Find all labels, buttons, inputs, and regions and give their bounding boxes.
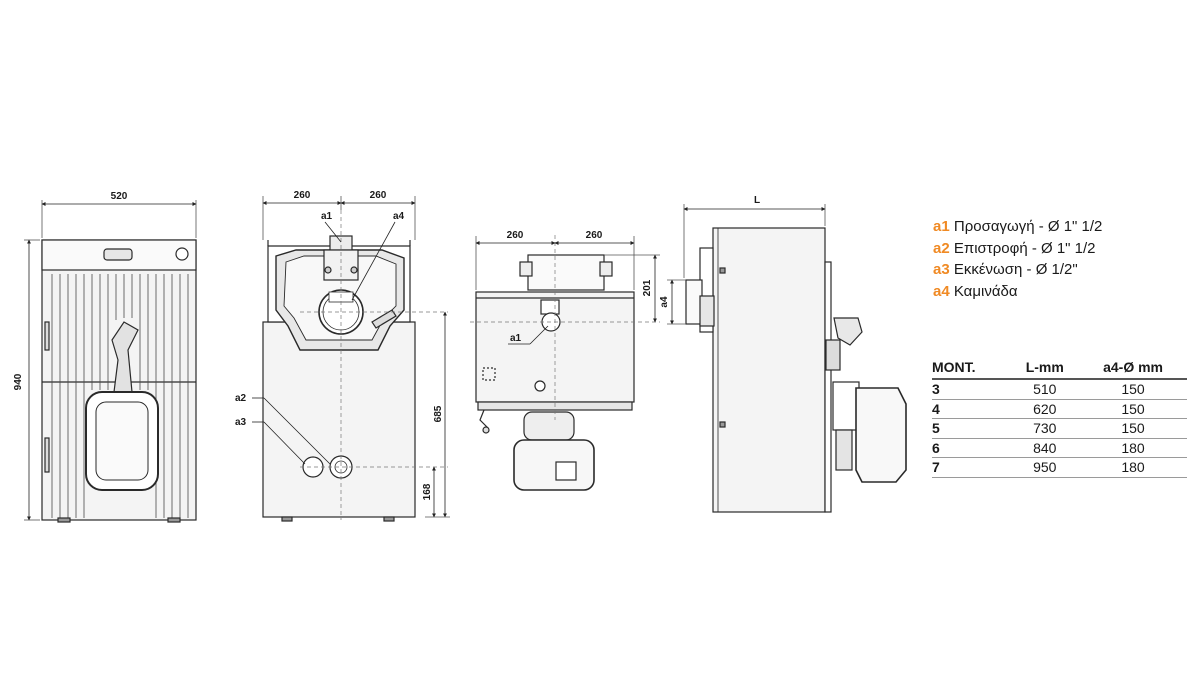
front-panel-ribs [51,274,189,518]
legend-code: a4 [933,282,950,300]
table-row: 5 730 150 [932,418,1187,439]
top-dimensions [475,236,660,345]
legend-text: Επιστροφή - Ø 1" 1/2 [953,239,1096,257]
top-right-width-label: 260 [586,230,603,241]
front-width-label: 520 [111,191,128,202]
side-view [685,227,907,513]
callout-a4-label: a4 [393,211,405,222]
front-height-label: 940 [13,373,24,390]
cell-diameter: 180 [1079,457,1187,478]
table-row: 4 620 150 [932,399,1187,419]
callout-a1-top-label: a1 [510,333,522,344]
model-dimensions-table: MONT. L-mm a4-Ø mm 3 510 150 4 620 150 5… [932,359,1187,478]
callout-a2-label: a2 [235,393,247,404]
rear-right-width-label: 260 [370,190,387,201]
side-length-label: L [754,195,760,206]
legend-item-a1: a1 Προσαγωγή - Ø 1" 1/2 [933,216,1102,238]
header-chimney-diameter: a4-Ø mm [1103,359,1163,375]
connections-legend: a1 Προσαγωγή - Ø 1" 1/2 a2 Επιστροφή - Ø… [933,216,1102,302]
rear-left-width-label: 260 [294,190,311,201]
brand-logo-icon [103,248,133,261]
table-header-row: MONT. L-mm a4-Ø mm [932,359,1187,379]
rear-a2-height-label: 685 [433,405,444,422]
cell-model: 6 [932,438,1011,458]
callout-a1-label: a1 [321,211,333,222]
table-row: 6 840 180 [932,438,1187,458]
cell-diameter: 150 [1079,418,1187,439]
callout-a3-label: a3 [235,417,247,428]
cell-length: 730 [1010,418,1080,439]
legend-text: Καμινάδα [953,282,1018,300]
rear-centerlines [300,210,448,520]
front-view [41,239,197,523]
legend-item-a2: a2 Επιστροφή - Ø 1" 1/2 [933,238,1102,260]
rear-a3-height-label: 168 [422,483,433,500]
cell-model: 3 [932,379,1011,400]
rear-dimensions [252,196,450,518]
cell-length: 620 [1010,399,1080,419]
table-row: 3 510 150 [932,379,1187,400]
burner-body-icon [513,439,595,491]
legend-text: Εκκένωση - Ø 1/2" [953,261,1078,278]
cell-length: 840 [1010,438,1080,458]
rear-view [262,235,416,522]
cell-model: 4 [932,399,1011,419]
cell-length: 950 [1010,457,1080,478]
cell-diameter: 150 [1079,399,1187,419]
gauge-icon [175,247,189,261]
top-centerlines [470,235,660,420]
front-dimensions [24,200,197,521]
header-length: L-mm [1025,359,1064,375]
burner-head-icon [523,411,575,441]
cell-length: 510 [1010,379,1080,400]
side-burner-icon [855,387,907,483]
legend-item-a3: a3 Εκκένωση - Ø 1/2" [933,259,1102,281]
header-model: MONT. [932,359,976,375]
legend-code: a1 [933,218,950,235]
top-view [475,254,635,491]
cell-model: 7 [932,457,1011,478]
top-depth-label: 201 [642,279,653,296]
drain-connector-icon [302,456,324,478]
cell-diameter: 180 [1079,438,1187,458]
top-left-width-label: 260 [507,230,524,241]
cell-diameter: 150 [1079,379,1187,400]
side-dimensions [667,204,826,325]
side-a4-label: a4 [659,296,670,308]
table-row: 7 950 180 [932,457,1187,478]
legend-code: a2 [933,239,950,257]
cell-model: 5 [932,418,1011,439]
legend-item-a4: a4 Καμινάδα [933,281,1102,303]
legend-text: Προσαγωγή - Ø 1" 1/2 [953,218,1103,235]
legend-code: a3 [933,261,950,278]
